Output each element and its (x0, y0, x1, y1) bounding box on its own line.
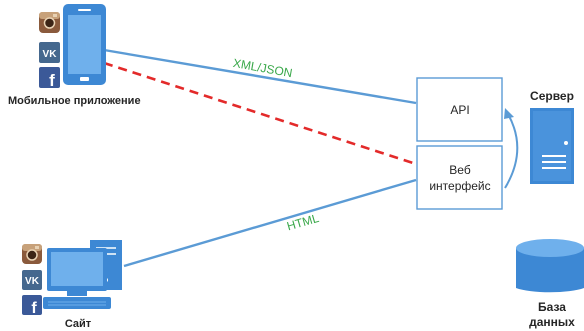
site-to-web-connection (123, 178, 417, 268)
arrow-head (504, 108, 514, 119)
html-label: HTML (285, 211, 321, 234)
database-icon (516, 239, 584, 293)
server-label: Сервер (530, 89, 574, 103)
database-label-line1: База (538, 300, 566, 314)
api-box: API (416, 77, 503, 142)
facebook-icon: f (22, 295, 42, 317)
smartphone-icon (63, 4, 106, 85)
api-label: API (450, 103, 469, 117)
web-interface-label-line2: интерфейс (429, 179, 490, 193)
mobile-app-label: Мобильное приложение (8, 95, 141, 107)
svg-text:f: f (31, 300, 37, 317)
svg-text:VK: VK (43, 49, 58, 60)
mobile-to-web-dashed-connection (103, 61, 417, 166)
vk-icon: VK (22, 270, 42, 290)
web-to-api-arrow (504, 113, 519, 189)
website-label: Сайт (65, 318, 92, 330)
server-icon (530, 108, 574, 184)
facebook-icon: f (39, 67, 60, 90)
instagram-icon (39, 12, 60, 33)
svg-text:f: f (49, 71, 55, 90)
mobile-to-api-connection (103, 48, 417, 105)
database-label-line2: данных (529, 315, 575, 329)
svg-text:VK: VK (25, 276, 40, 287)
instagram-icon (22, 244, 42, 264)
vk-icon: VK (39, 42, 60, 63)
web-interface-label-line1: Веб (449, 163, 471, 177)
web-interface-box: Веб интерфейс (416, 145, 503, 210)
desktop-computer-icon (43, 240, 122, 309)
